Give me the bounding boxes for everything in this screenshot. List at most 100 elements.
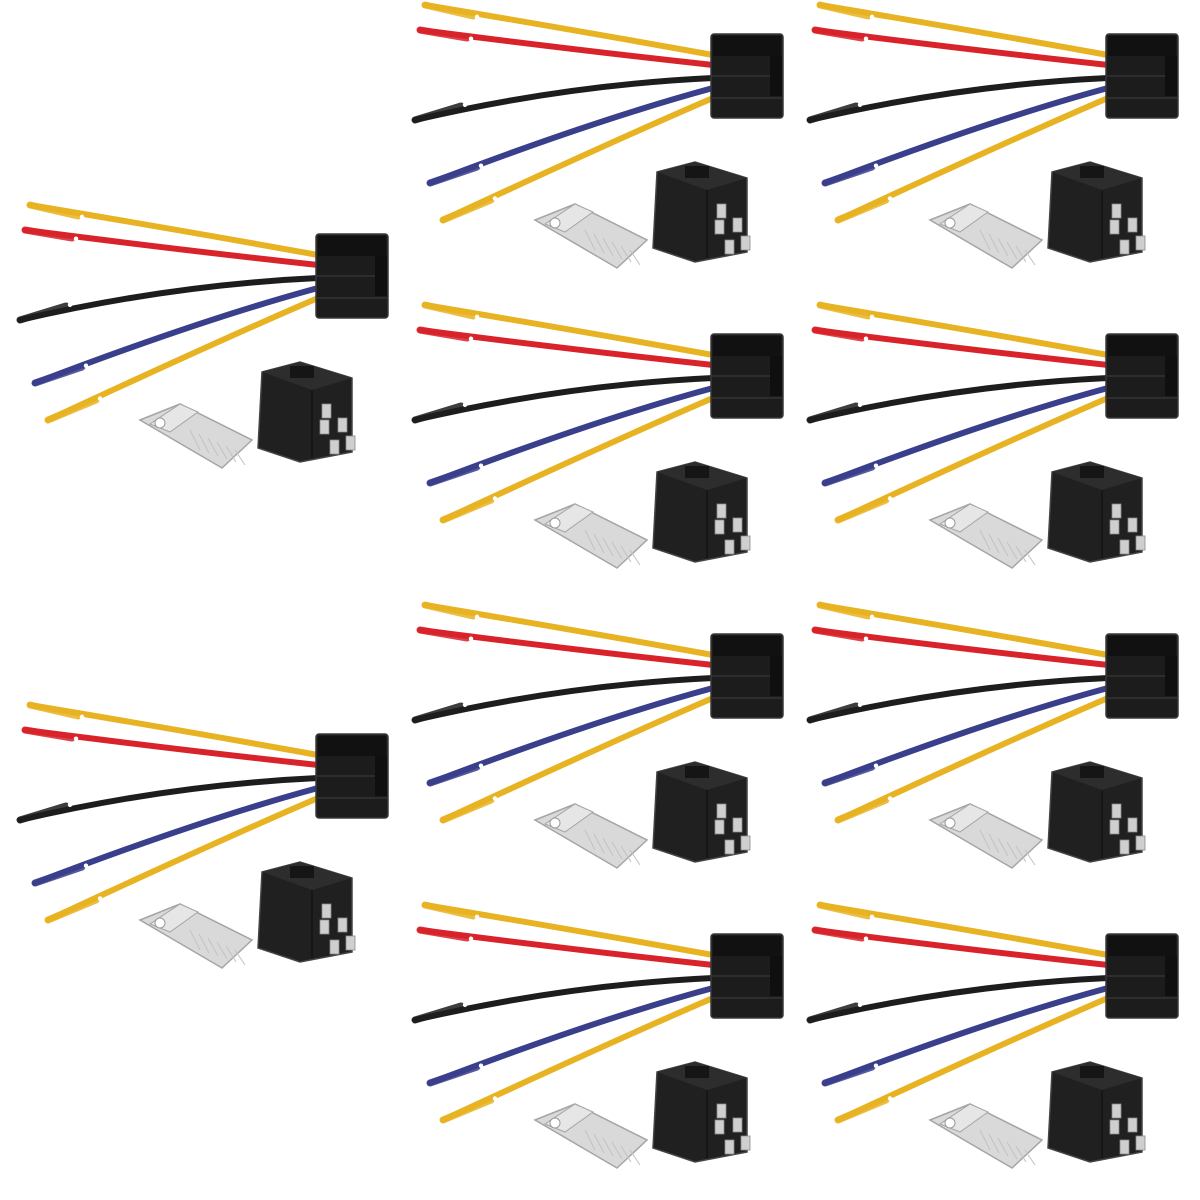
- wire-cut: [474, 314, 480, 320]
- wire-end: [811, 26, 866, 42]
- relay-terminal: [732, 817, 743, 833]
- relay: [257, 361, 356, 463]
- wire-end: [16, 302, 70, 324]
- wire-end: [416, 26, 471, 42]
- wire-end: [811, 926, 866, 942]
- relay-terminal: [724, 839, 735, 855]
- wire-cut: [67, 302, 73, 308]
- bracket-hole: [154, 417, 166, 429]
- wire-end: [834, 796, 890, 824]
- relay-kit: [16, 701, 389, 969]
- wire-end: [821, 1063, 876, 1087]
- relay: [1047, 461, 1146, 563]
- relay-terminal: [716, 503, 727, 519]
- wire-end: [816, 1, 872, 20]
- wire-cut: [887, 796, 893, 801]
- wire-end: [426, 763, 481, 787]
- relay-kit: [411, 901, 784, 1169]
- relay: [1047, 161, 1146, 263]
- relay-terminal: [1135, 235, 1146, 251]
- relay-terminal: [1119, 239, 1130, 255]
- wire-cut: [887, 496, 893, 501]
- wire-end: [416, 926, 471, 942]
- wire-cut: [873, 1063, 879, 1068]
- relay: [652, 161, 751, 263]
- mounting-bracket: [533, 803, 649, 869]
- wire-end: [806, 102, 860, 124]
- wire-end: [821, 763, 876, 787]
- bracket-hole: [944, 217, 956, 229]
- wire-end: [439, 1096, 495, 1124]
- wire-end: [811, 626, 866, 642]
- wire-cut: [83, 363, 89, 368]
- wire-end: [421, 601, 477, 620]
- wire-cut: [492, 496, 498, 501]
- relay-terminal: [1119, 839, 1130, 855]
- wire-end: [44, 396, 100, 424]
- wire-cut: [73, 736, 79, 741]
- relay-terminal: [716, 803, 727, 819]
- wire-end: [834, 496, 890, 524]
- wire-end: [411, 1002, 465, 1024]
- relay-terminal: [740, 1135, 751, 1151]
- wire-end: [21, 726, 76, 742]
- wire-end: [816, 601, 872, 620]
- relay-terminal: [740, 535, 751, 551]
- wire-cut: [462, 402, 468, 408]
- relay: [1047, 761, 1146, 863]
- wire-cut: [863, 36, 869, 41]
- wire-end: [421, 301, 477, 320]
- relay: [1047, 1061, 1146, 1163]
- wire-cut: [97, 896, 103, 901]
- wire-end: [421, 1, 477, 20]
- relay-terminal: [1119, 539, 1130, 555]
- wire-cut: [857, 102, 863, 108]
- wire-harness: [411, 601, 716, 824]
- relay-terminal: [714, 519, 725, 535]
- bracket-hole: [549, 817, 561, 829]
- wire-cut: [67, 802, 73, 808]
- mounting-bracket: [928, 1103, 1044, 1169]
- wire-end: [31, 363, 86, 387]
- wire-harness: [806, 1, 1111, 224]
- relay-kit: [806, 301, 1179, 569]
- wire-cut: [863, 636, 869, 641]
- relay-terminal: [1111, 503, 1122, 519]
- relay-terminal: [724, 1139, 735, 1155]
- relay-terminal: [329, 939, 340, 955]
- relay-socket: [710, 33, 784, 119]
- wire-cut: [462, 702, 468, 708]
- wire-cut: [873, 763, 879, 768]
- relay-terminal: [321, 403, 332, 419]
- bracket-hole: [944, 1117, 956, 1129]
- wire-end: [16, 802, 70, 824]
- wire-cut: [73, 236, 79, 241]
- relay: [652, 461, 751, 563]
- wire-end: [411, 402, 465, 424]
- wire-cut: [474, 614, 480, 620]
- bracket-hole: [549, 1117, 561, 1129]
- relay-kit: [806, 601, 1179, 869]
- wire-cut: [869, 314, 875, 320]
- wire-cut: [887, 196, 893, 201]
- relay-socket: [710, 633, 784, 719]
- relay-terminal: [716, 1103, 727, 1119]
- wire-cut: [468, 36, 474, 41]
- wire-end: [411, 702, 465, 724]
- wire-end: [811, 326, 866, 342]
- relay-terminal: [732, 1117, 743, 1133]
- relay-socket: [315, 233, 389, 319]
- relay-terminal: [319, 419, 330, 435]
- wire-end: [31, 863, 86, 887]
- wire-cut: [478, 1063, 484, 1068]
- relay-terminal: [1127, 217, 1138, 233]
- relay: [652, 761, 751, 863]
- wire-end: [439, 496, 495, 524]
- wire-end: [426, 1063, 481, 1087]
- wire-end: [821, 463, 876, 487]
- relay-terminal: [1109, 219, 1120, 235]
- wire-cut: [863, 936, 869, 941]
- bracket-hole: [549, 517, 561, 529]
